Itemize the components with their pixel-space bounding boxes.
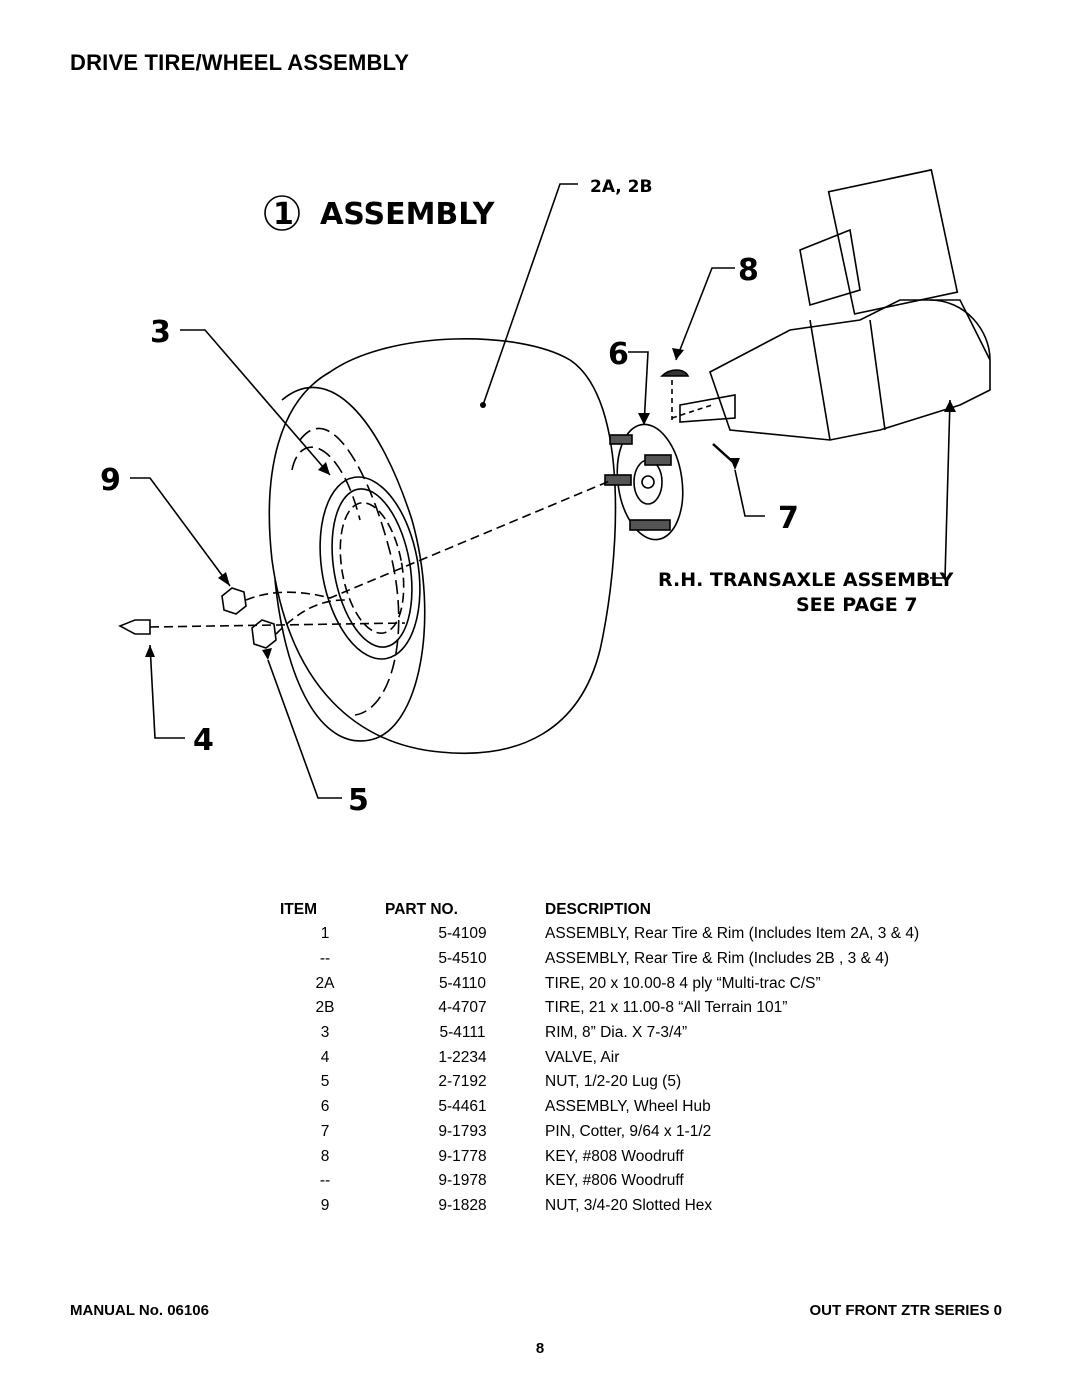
header-part-no: PART NO. [385,901,458,918]
description-cell: ASSEMBLY, Rear Tire & Rim (Includes Item… [545,925,920,943]
table-row: 6 5-4461 ASSEMBLY, Wheel Hub [270,1095,985,1120]
table-row: 9 9-1828 NUT, 3/4-20 Slotted Hex [270,1194,985,1219]
item-cell: 6 [320,1098,330,1116]
page-title: DRIVE TIRE/WHEEL ASSEMBLY [70,50,410,75]
description-cell: VALVE, Air [545,1048,620,1066]
table-row: -- 9-1978 KEY, #806 Woodruff [270,1169,985,1194]
leader-3 [180,329,331,476]
description-cell: ASSEMBLY, Wheel Hub [545,1098,711,1116]
callout-9: 9 [100,463,121,498]
item-cell: 1 [320,925,330,943]
description-cell: KEY, #806 Woodruff [545,1172,684,1190]
leader-4 [149,644,185,739]
item-cell: 3 [320,1024,330,1042]
tire-outline [268,338,617,754]
transaxle-assembly [709,299,991,441]
table-row: 7 9-1793 PIN, Cotter, 9/64 x 1-1/2 [270,1120,985,1145]
transaxle-note-line1: R.H. TRANSAXLE ASSEMBLY [658,569,954,591]
tire-sidewall-front [274,386,426,742]
part-cell: 9-1978 [438,1172,487,1190]
wheel-hub [616,423,684,541]
manual-number: MANUAL No. 06106 [70,1302,209,1319]
leader-transaxle [930,399,951,579]
callout-4: 4 [193,723,214,758]
exploded-parts-diagram: 1 ASSEMBLY 2A, 2B 3 9 4 5 6 7 8 R.H. TRA… [100,168,991,818]
part-cell: 5-4110 [438,974,487,992]
item-cell: -- [319,1172,331,1190]
item-cell: 7 [320,1122,330,1140]
callout-7: 7 [778,501,799,536]
table-row: 2B 4-4707 TIRE, 21 x 11.00-8 “All Terrai… [270,996,985,1021]
description-cell: ASSEMBLY, Rear Tire & Rim (Includes 2B ,… [545,950,890,968]
callout-5: 5 [348,783,369,818]
page-number: 8 [535,1340,545,1357]
callout-2a-2b: 2A, 2B [590,177,652,197]
table-row: 8 9-1778 KEY, #808 Woodruff [270,1144,985,1169]
part-cell: 5-4111 [439,1024,486,1042]
table-row: -- 5-4510 ASSEMBLY, Rear Tire & Rim (Inc… [270,947,985,972]
description-cell: RIM, 8” Dia. X 7-3/4” [545,1024,688,1042]
series-name: OUT FRONT ZTR SERIES 0 [809,1302,1002,1319]
part-cell: 2-7192 [438,1073,487,1091]
item-cell: -- [319,950,331,968]
description-cell: TIRE, 21 x 11.00-8 “All Terrain 101” [545,999,788,1017]
air-valve [118,619,151,635]
item-cell: 8 [320,1147,330,1165]
table-row: 1 5-4109 ASSEMBLY, Rear Tire & Rim (Incl… [270,922,985,947]
leader-2 [482,183,578,406]
part-cell: 4-4707 [438,999,487,1017]
description-cell: NUT, 3/4-20 Slotted Hex [545,1196,713,1214]
description-cell: KEY, #808 Woodruff [545,1147,684,1165]
part-cell: 9-1828 [438,1196,487,1214]
callout-6: 6 [608,337,629,372]
lug-nut [251,619,277,649]
part-cell: 9-1793 [438,1122,487,1140]
table-row: 2A 5-4110 TIRE, 20 x 10.00-8 4 ply “Mult… [270,971,985,996]
leader-6 [628,351,649,426]
item-cell: 2A [315,974,335,992]
leader-9 [130,477,231,587]
part-cell: 5-4109 [438,925,487,943]
callout-8: 8 [738,253,759,288]
part-cell: 9-1778 [438,1147,487,1165]
item-cell: 5 [320,1073,330,1091]
item-cell: 4 [320,1048,330,1066]
assembly-number: 1 [273,197,294,232]
part-cell: 5-4461 [438,1098,487,1116]
woodruff-key [660,369,690,377]
assembly-number-circle [264,195,300,231]
item-cell: 9 [320,1196,330,1214]
description-cell: TIRE, 20 x 10.00-8 4 ply “Multi-trac C/S… [545,974,821,992]
parts-table: ITEM PART NO. DESCRIPTION 1 5-4109 ASSEM… [270,898,985,1218]
slotted-hex-nut [221,587,247,615]
description-cell: NUT, 1/2-20 Lug (5) [545,1073,682,1091]
leader-5 [267,659,342,799]
transaxle-note-line2: SEE PAGE 7 [796,594,918,616]
part-cell: 5-4510 [438,950,487,968]
table-row: 4 1-2234 VALVE, Air [270,1045,985,1070]
parts-table-header: ITEM PART NO. DESCRIPTION [270,898,985,922]
table-row: 3 5-4111 RIM, 8” Dia. X 7-3/4” [270,1021,985,1046]
header-description: DESCRIPTION [545,901,651,918]
header-item: ITEM [280,901,318,918]
callout-3: 3 [150,315,171,350]
assembly-label: ASSEMBLY [320,197,496,232]
rim-outline [319,476,421,660]
item-cell: 2B [315,999,335,1017]
description-cell: PIN, Cotter, 9/64 x 1-1/2 [545,1122,712,1140]
leader-8 [675,267,735,361]
part-cell: 1-2234 [438,1048,487,1066]
table-row: 5 2-7192 NUT, 1/2-20 Lug (5) [270,1070,985,1095]
leader-7 [734,469,765,517]
